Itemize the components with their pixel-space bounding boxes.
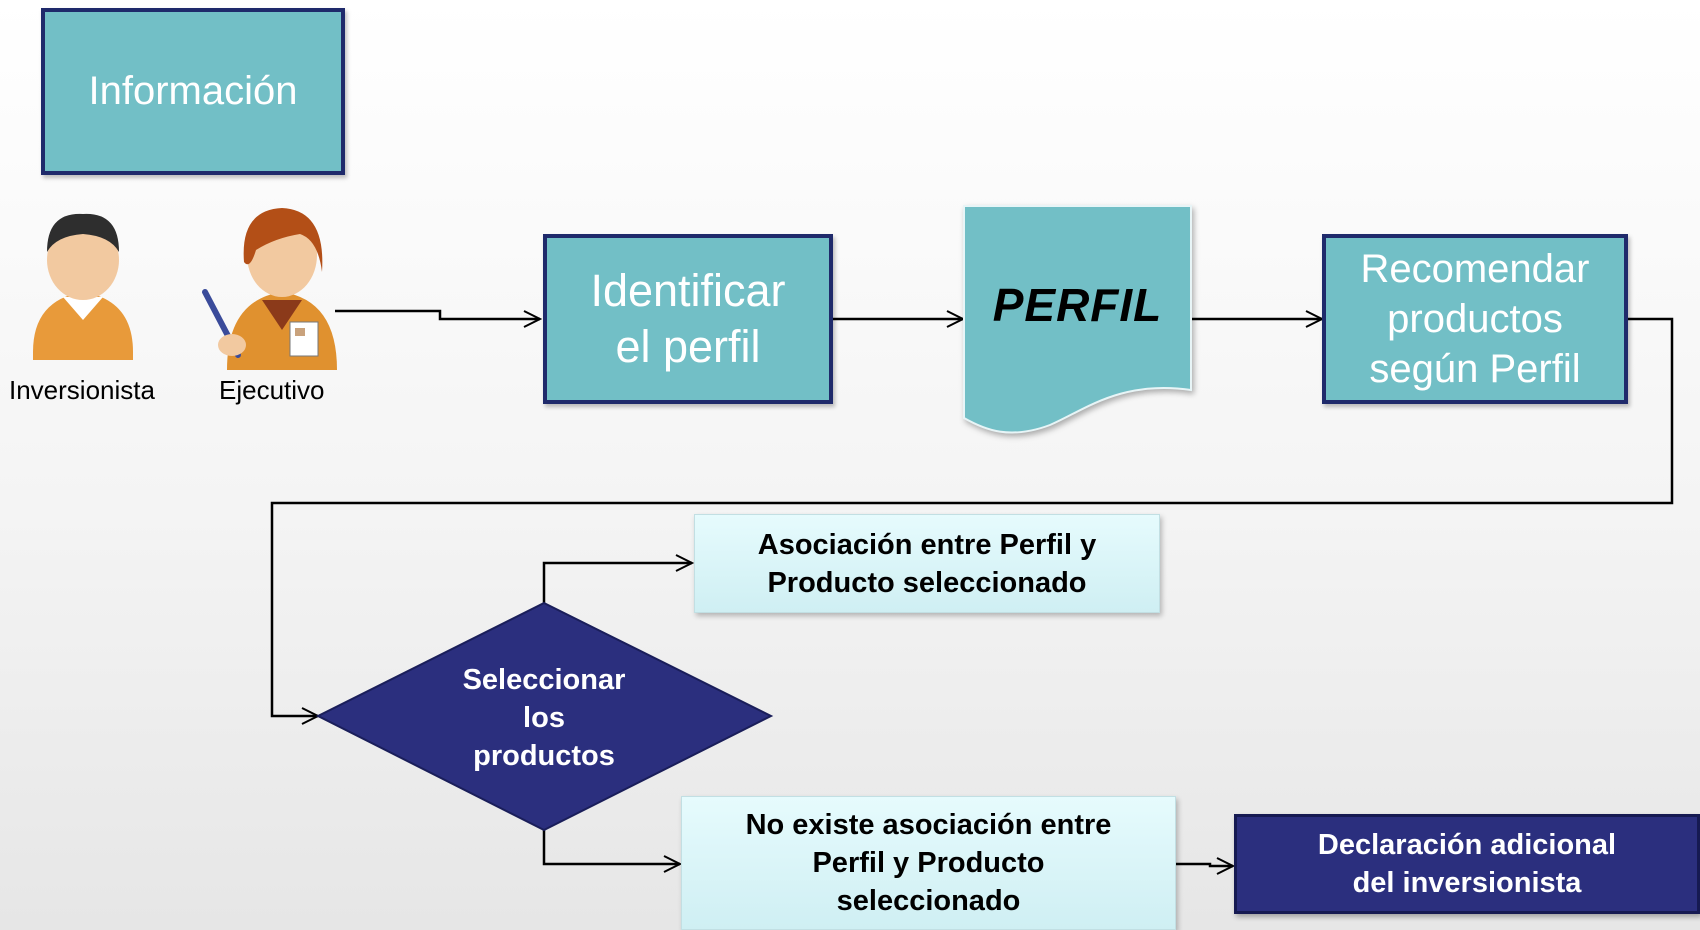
executive-label: Ejecutivo <box>219 375 325 405</box>
connector-recommend-select <box>270 317 1674 716</box>
association-box: Asociación entre Perfil y Producto selec… <box>694 514 1160 613</box>
select-decision-diamond <box>315 601 774 832</box>
declaration-line1: Declaración adicional <box>1317 829 1617 861</box>
association-line2: Producto seleccionado <box>767 566 1087 599</box>
executive-icon <box>202 208 337 370</box>
connector-executive-identify <box>335 309 540 319</box>
recommend-products-box: Recomendar productos según Perfil <box>1322 234 1628 404</box>
connector-no-association-declaration <box>1176 864 1233 866</box>
investor-icon <box>33 213 133 360</box>
profile-document-shape <box>963 205 1192 434</box>
recommend-line1: Recomendar <box>1360 247 1590 291</box>
select-products-label: Seleccionar los productos <box>410 658 678 778</box>
identify-line2: el perfil <box>615 321 761 372</box>
profile-label: PERFIL <box>992 279 1163 331</box>
declaration-box: Declaración adicional del inversionista <box>1234 814 1700 914</box>
information-label: Información <box>88 69 298 113</box>
identify-profile-box: Identificar el perfil <box>543 234 833 404</box>
no-association-box: No existe asociación entre Perfil y Prod… <box>681 796 1176 930</box>
no-association-line2: Perfil y Producto <box>812 847 1045 879</box>
investor-label: Inversionista <box>9 375 155 405</box>
information-box: Información <box>41 8 345 175</box>
no-association-line1: No existe asociación entre <box>745 809 1112 841</box>
declaration-line2: del inversionista <box>1352 867 1582 899</box>
select-line1: Seleccionar <box>462 664 626 696</box>
select-line3: productos <box>473 740 615 772</box>
profile-document: PERFIL <box>964 260 1191 350</box>
recommend-line2: productos <box>1387 297 1563 341</box>
no-association-line3: seleccionado <box>836 885 1021 917</box>
association-line1: Asociación entre Perfil y <box>757 528 1097 561</box>
recommend-line3: según Perfil <box>1369 347 1581 391</box>
select-line2: los <box>523 702 565 734</box>
identify-line1: Identificar <box>590 265 786 316</box>
connector-select-association <box>542 563 692 603</box>
connector-select-no-association <box>542 830 680 864</box>
